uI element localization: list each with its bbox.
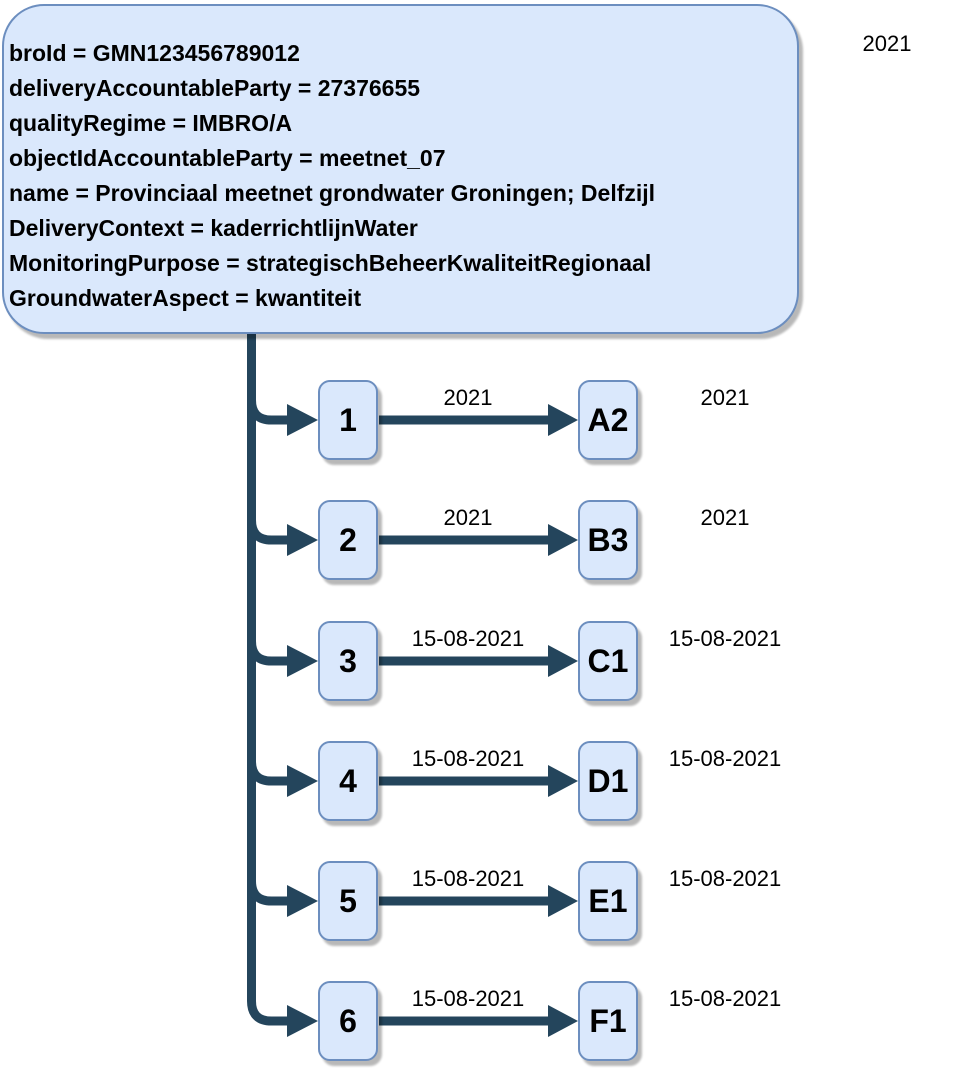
measuring-point-row: 6 15-08-2021 F1 15-08-2021 <box>0 981 960 1061</box>
arrowhead <box>287 404 318 436</box>
measuring-point-row: 5 15-08-2021 E1 15-08-2021 <box>0 861 960 941</box>
arrowhead <box>287 1005 318 1037</box>
arrow-date-label: 15-08-2021 <box>411 866 525 891</box>
gmn-attribute-line: name = Provinciaal meetnet grondwater Gr… <box>9 180 656 206</box>
branch-connector <box>247 519 290 545</box>
gmn-attribute-line: objectIdAccountableParty = meetnet_07 <box>9 145 446 171</box>
measuring-point-number-node: 5 <box>318 861 378 941</box>
arrow-date-label: 2021 <box>443 505 493 530</box>
arrow-date-label: 2021 <box>443 385 493 410</box>
arrowhead <box>548 765 578 797</box>
monitoring-tube-code-node: D1 <box>578 741 638 821</box>
gmn-attribute-line: deliveryAccountableParty = 27376655 <box>9 75 421 101</box>
trunk-connector <box>247 334 290 1026</box>
side-date-label: 2021 <box>700 385 750 410</box>
measuring-point-number-node: 4 <box>318 741 378 821</box>
arrow-date-label: 15-08-2021 <box>411 986 525 1011</box>
measuring-point-row: 1 2021 A2 2021 <box>0 380 960 460</box>
branch-connector <box>247 880 290 906</box>
arrow-date-label: 15-08-2021 <box>411 626 525 651</box>
arrowhead <box>548 404 578 436</box>
gmn-attribute-line: broId = GMN123456789012 <box>9 40 300 66</box>
arrowhead <box>548 1005 578 1037</box>
side-date-label: 15-08-2021 <box>668 986 782 1011</box>
measuring-point-number-node: 6 <box>318 981 378 1061</box>
gmn-attribute-line: GroundwaterAspect = kwantiteit <box>9 285 362 311</box>
gmn-attribute-line: qualityRegime = IMBRO/A <box>9 110 293 136</box>
gmn-attribute-line: DeliveryContext = kaderrichtlijnWater <box>9 215 418 241</box>
measuring-point-number-node: 1 <box>318 380 378 460</box>
side-date-label: 15-08-2021 <box>668 626 782 651</box>
arrowhead <box>548 524 578 556</box>
branch-connector <box>247 399 290 425</box>
measuring-point-row: 2 2021 B3 2021 <box>0 500 960 580</box>
branch-connector <box>247 640 290 666</box>
side-date-label: 15-08-2021 <box>668 746 782 771</box>
monitoring-tube-code-node: E1 <box>578 861 638 941</box>
arrowhead <box>287 524 318 556</box>
measuring-point-number-node: 2 <box>318 500 378 580</box>
gmn-attribute-line: MonitoringPurpose = strategischBeheerKwa… <box>9 250 652 276</box>
branch-connector <box>247 760 290 786</box>
side-date-label: 15-08-2021 <box>668 866 782 891</box>
arrowhead <box>548 645 578 677</box>
gmn-attributes-box: broId = GMN123456789012 deliveryAccounta… <box>2 4 799 334</box>
monitoring-tube-code-node: A2 <box>578 380 638 460</box>
arrowhead <box>548 885 578 917</box>
arrow-date-label: 15-08-2021 <box>411 746 525 771</box>
monitoring-tube-code-node: C1 <box>578 621 638 701</box>
arrowhead <box>287 885 318 917</box>
diagram-year-label: 2021 <box>862 31 912 56</box>
monitoring-tube-code-node: B3 <box>578 500 638 580</box>
monitoring-tube-code-node: F1 <box>578 981 638 1061</box>
arrowhead <box>287 765 318 797</box>
arrowhead <box>287 645 318 677</box>
measuring-point-number-node: 3 <box>318 621 378 701</box>
measuring-point-row: 3 15-08-2021 C1 15-08-2021 <box>0 621 960 701</box>
measuring-point-row: 4 15-08-2021 D1 15-08-2021 <box>0 741 960 821</box>
side-date-label: 2021 <box>700 505 750 530</box>
